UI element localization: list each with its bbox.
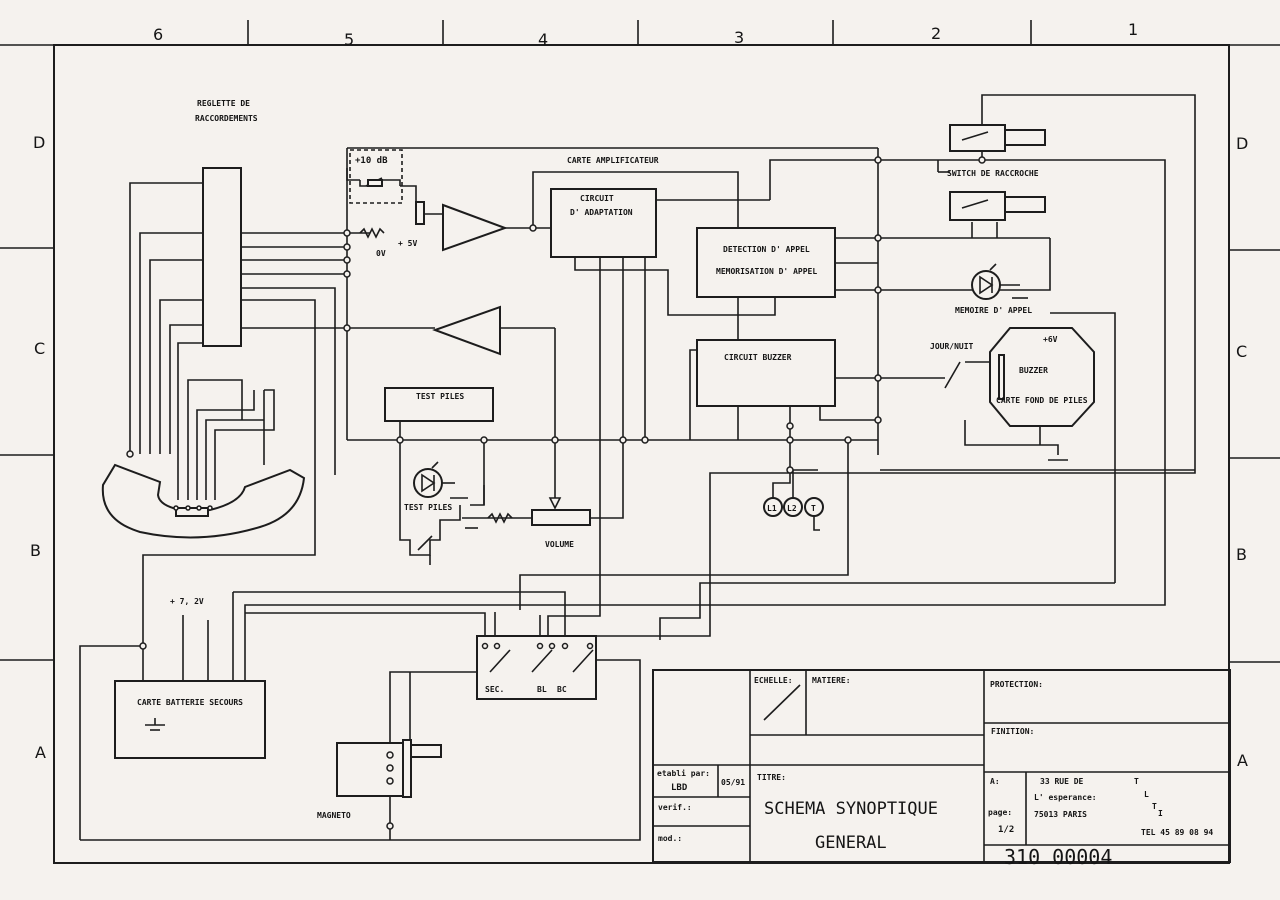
- date-label: 05/91: [721, 778, 745, 787]
- logo-letter-4: I: [1158, 809, 1163, 818]
- fond-piles-label: CARTE FOND DE PILES: [996, 396, 1088, 405]
- output-amplifier: [432, 305, 501, 356]
- address-line-3: 75013 PARIS: [1034, 810, 1087, 819]
- test-piles-box-label: TEST PILES: [416, 392, 464, 401]
- test-piles-box: [384, 387, 494, 422]
- grid-col-4: 4: [538, 30, 548, 49]
- memorisation-label: MEMORISATION D' APPEL: [716, 267, 817, 276]
- logo-letter-3: T: [1152, 802, 1157, 811]
- volume-resistor: [487, 512, 513, 524]
- grid-col-6: 6: [153, 25, 163, 44]
- test-led-icon: [413, 461, 455, 498]
- plus6-label: +6V: [1043, 335, 1058, 344]
- sec-label: SEC.: [485, 685, 504, 694]
- gain-switch-box: [349, 149, 403, 204]
- fond-de-piles-board: [989, 327, 1095, 427]
- etabli-par-label: etabli par:: [657, 768, 710, 778]
- grid-row-b-left: B: [30, 541, 41, 560]
- grid-col-2: 2: [931, 24, 941, 43]
- switch-label: SWITCH DE RACCROCHE: [947, 169, 1039, 178]
- detection-block: [696, 227, 836, 298]
- adaptation-label-2: D' ADAPTATION: [570, 208, 633, 217]
- page-label: page:: [988, 808, 1012, 817]
- l1-label: L1: [767, 504, 777, 513]
- reglette-block: [202, 167, 242, 347]
- detection-label: DETECTION D' APPEL: [723, 245, 810, 254]
- logo-letter-1: T: [1134, 777, 1139, 786]
- test-piles-switch: [417, 535, 433, 551]
- echelle-label: ECHELLE:: [754, 676, 793, 685]
- grid-row-c-left: C: [34, 339, 45, 358]
- resistor-5v: [359, 227, 385, 239]
- mod-label: mod.:: [658, 834, 682, 843]
- adaptation-label-1: CIRCUIT: [580, 194, 614, 203]
- gain-label: +10 dB: [355, 156, 388, 166]
- buzzer-icon: [998, 354, 1005, 400]
- grid-row-d-left: D: [33, 133, 45, 152]
- protection-label: PROTECTION:: [990, 680, 1043, 689]
- circuit-adaptation-block: [550, 188, 657, 258]
- zero-volt-label: 0V: [376, 249, 386, 258]
- reglette-label-2: RACCORDEMENTS: [195, 114, 258, 123]
- grid-col-5: 5: [344, 30, 354, 49]
- volume-potentiometer: [531, 509, 591, 526]
- grid-col-3: 3: [734, 28, 744, 47]
- grid-row-d-right: D: [1236, 134, 1248, 153]
- l2-label: L2: [787, 504, 797, 513]
- t-label: T: [811, 504, 816, 513]
- memoire-led-icon: [971, 263, 1028, 300]
- address-line-1: 33 RUE DE: [1040, 777, 1084, 786]
- gain-potentiometer: [415, 201, 425, 225]
- grid-row-b-right: B: [1236, 545, 1247, 564]
- hook-switch-bottom: [949, 191, 1046, 221]
- hook-switch-top: [949, 124, 1046, 152]
- grid-row-a-right: A: [1237, 751, 1248, 770]
- titre-label: TITRE:: [757, 773, 786, 782]
- jour-nuit-switch: [944, 361, 961, 389]
- page-value: 1/2: [998, 825, 1014, 835]
- grid-frame: [0, 20, 1280, 864]
- batterie-block: [114, 680, 266, 759]
- magneto-icon: [336, 739, 442, 798]
- memoire-label: MEMOIRE D' APPEL: [955, 306, 1032, 315]
- grid-col-1: 1: [1128, 20, 1138, 39]
- plus72-label: + 7, 2V: [170, 597, 204, 606]
- buzzer-label: BUZZER: [1019, 366, 1048, 375]
- battery-icon: [145, 718, 165, 731]
- telephone: TEL 45 89 08 94: [1141, 828, 1213, 837]
- plus5-label: + 5V: [398, 239, 417, 248]
- logo-letter-2: L: [1144, 790, 1149, 799]
- handset-icon: [101, 463, 306, 539]
- grid-row-c-right: C: [1236, 342, 1247, 361]
- etabli-value: LBD: [671, 783, 688, 793]
- reglette-label-1: REGLETTE DE: [197, 99, 250, 108]
- bl-label: BL: [537, 685, 547, 694]
- title-line-2: GENERAL: [815, 833, 887, 853]
- jour-nuit-label: JOUR/NUIT: [930, 342, 974, 351]
- title-block: [652, 669, 1231, 863]
- magneto-label: MAGNETO: [317, 811, 351, 820]
- selector-switch-contacts: [481, 642, 594, 673]
- verif-label: verif.:: [658, 802, 692, 812]
- address-line-2: L' esperance:: [1034, 793, 1097, 802]
- drawing-number: 310 00004: [1004, 845, 1112, 869]
- test-piles-label: TEST PILES: [404, 503, 452, 512]
- junction-dots: [126, 156, 986, 830]
- carte-ampli-label: CARTE AMPLIFICATEUR: [567, 156, 659, 165]
- title-line-1: SCHEMA SYNOPTIQUE: [764, 799, 938, 819]
- finition-label: FINITION:: [991, 727, 1034, 736]
- bc-label: BC: [557, 685, 567, 694]
- ground-icon: [450, 459, 1068, 529]
- grid-row-a-left: A: [35, 743, 46, 762]
- volume-label: VOLUME: [545, 540, 574, 549]
- batterie-label: CARTE BATTERIE SECOURS: [137, 698, 243, 707]
- wiring: [79, 94, 1196, 841]
- matiere-label: MATIERE:: [812, 676, 851, 685]
- address-a-label: A:: [990, 777, 1000, 786]
- input-amplifier: [442, 203, 508, 252]
- circuit-buzzer-label: CIRCUIT BUZZER: [724, 353, 792, 362]
- circuit-buzzer-block: [696, 339, 836, 407]
